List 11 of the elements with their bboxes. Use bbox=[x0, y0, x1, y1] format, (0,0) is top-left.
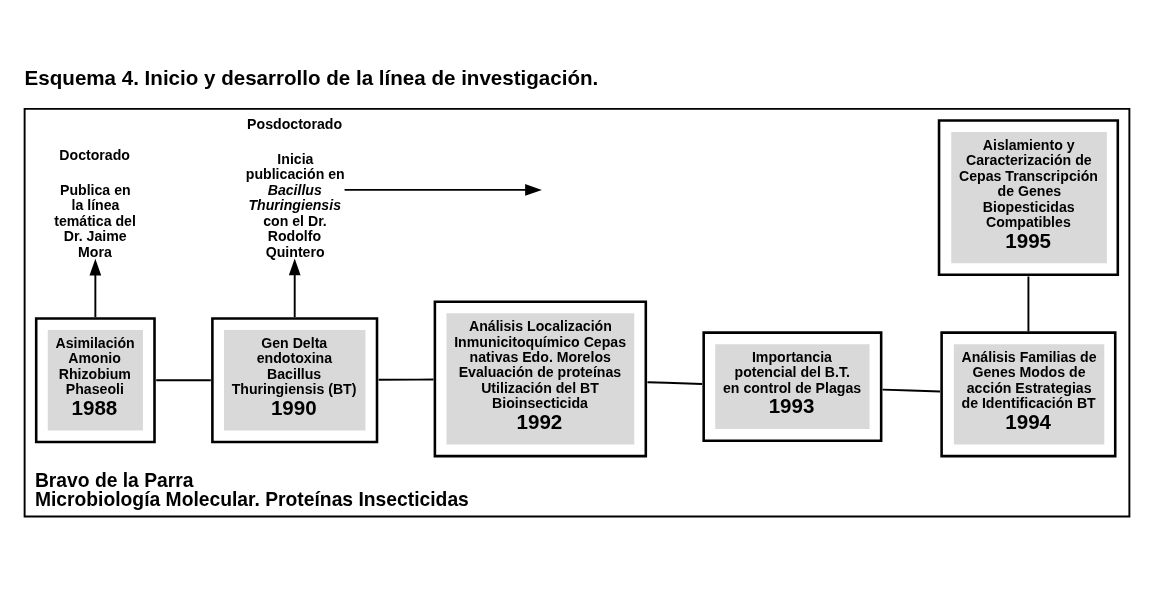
connector bbox=[155, 379, 212, 382]
diagram-title: Esquema 4. Inicio y desarrollo de la línea de investigación. bbox=[24, 66, 599, 90]
arrow bbox=[343, 184, 542, 196]
arrow bbox=[89, 258, 102, 318]
arrow bbox=[288, 258, 301, 318]
connector bbox=[881, 388, 941, 393]
node-text: Doctorado Publica en la línea temática del Dr. Jaime Mora bbox=[54, 147, 136, 260]
connector bbox=[646, 381, 704, 385]
node-text: Posdoctorado Inicia publicación en Bacillus Thuringiensis con el Dr. Rodolfo Quintero bbox=[245, 116, 345, 260]
connector bbox=[1027, 275, 1030, 333]
connector bbox=[377, 378, 435, 381]
